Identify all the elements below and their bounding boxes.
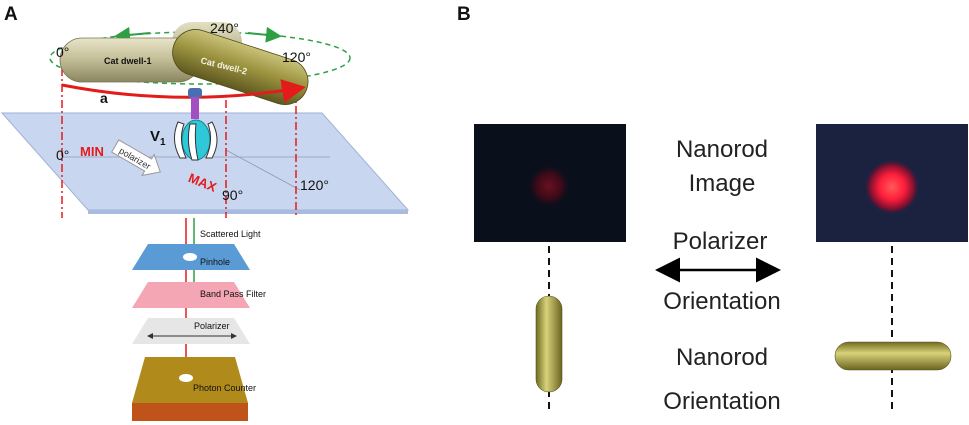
pinhole-hole xyxy=(183,253,197,261)
dim-spot xyxy=(527,164,571,208)
nanorod-image-line1: Nanorod xyxy=(676,136,768,163)
motor-stalk-top xyxy=(188,88,202,98)
pinhole-label: Pinhole xyxy=(200,257,230,267)
orbit-arrow-left xyxy=(114,26,151,43)
rotation-orbit xyxy=(49,31,351,85)
cat-dwell-2-group xyxy=(172,29,309,105)
polarizer-layer xyxy=(132,318,250,344)
photon-counter-side xyxy=(132,403,248,421)
bright-spot xyxy=(864,159,920,215)
polarizer-line1: Polarizer xyxy=(673,228,768,255)
sample-plane-edge xyxy=(88,210,408,214)
angle-120-top: 120° xyxy=(282,49,311,65)
plane-120-line xyxy=(225,149,301,191)
angle-240: 240° xyxy=(210,20,239,36)
motor-stalk xyxy=(191,97,199,119)
scattered-light-label: Scattered Light xyxy=(200,229,261,239)
polarizer-layer-label: Polarizer xyxy=(194,321,230,331)
band-pass-filter-layer xyxy=(132,282,250,308)
photon-counter-label: Photon Counter xyxy=(193,383,256,393)
panel-a-label: A xyxy=(4,4,18,25)
arc-label: a xyxy=(100,90,108,106)
min-label: MIN xyxy=(80,144,104,159)
angle-0-top: 0° xyxy=(56,44,69,60)
v1-label: V1 xyxy=(150,128,166,148)
panel-b-label: B xyxy=(457,4,471,25)
nanorod-image-line2: Image xyxy=(689,170,756,197)
v1-motor xyxy=(174,119,218,161)
nanorod-orientation-line1: Nanorod xyxy=(676,344,768,371)
orbit-arrow-right xyxy=(247,26,282,43)
cat-dwell-2-capsule xyxy=(172,29,309,105)
nanorod-orientation-line2: Orientation xyxy=(663,388,780,415)
polarizer-line2: Orientation xyxy=(663,288,780,315)
band-pass-filter-label: Band Pass Filter xyxy=(200,289,266,299)
angle-90: 90° xyxy=(222,187,243,203)
angle-0-plane: 0° xyxy=(56,147,69,163)
nanorod-vertical xyxy=(535,295,563,393)
photon-counter-hole xyxy=(179,374,193,382)
angle-120-plane: 120° xyxy=(300,177,329,193)
rotation-arc xyxy=(61,79,306,103)
cat-dwell-1-label: Cat dwell-1 xyxy=(104,56,152,66)
nanorod-horizontal xyxy=(834,341,952,371)
